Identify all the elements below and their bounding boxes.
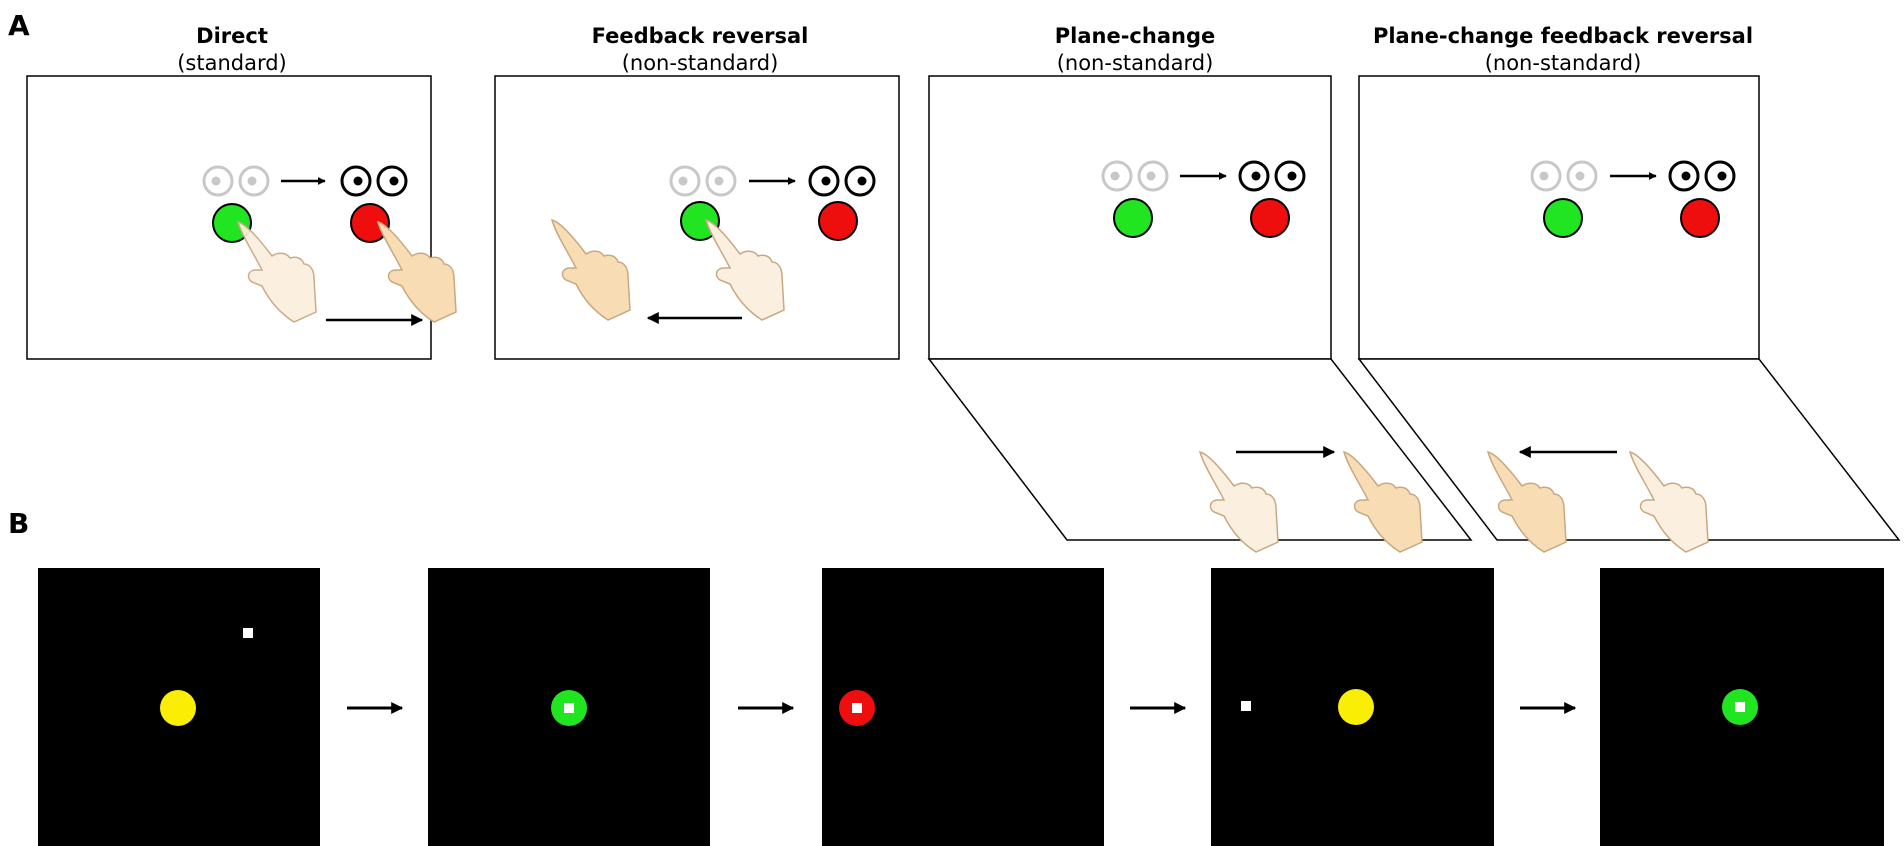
red-target [818,201,858,241]
svg-text:(non-standard): (non-standard) [1057,51,1214,75]
condition-feedback-reversal-label: Feedback reversal (non-standard) [592,24,809,75]
svg-text:Plane-change: Plane-change [1055,24,1215,48]
panel-b-letter: B [8,507,29,540]
panel-a-letter: A [8,9,30,42]
plane-change-screen [927,75,1473,553]
red-target [1680,198,1720,238]
trial-frame-3 [822,568,1104,846]
green-target [1113,198,1153,238]
trial-frame-2 [428,568,710,846]
condition-direct-label: Direct (standard) [177,24,287,75]
cursor [1735,702,1745,712]
svg-text:(non-standard): (non-standard) [1485,51,1642,75]
svg-text:Feedback reversal: Feedback reversal [592,24,809,48]
direct-screen [26,75,457,360]
yellow-target [1338,689,1374,725]
svg-text:(non-standard): (non-standard) [622,51,779,75]
trial-frame-5 [1600,568,1884,846]
feedback-reversal-screen [494,75,900,360]
svg-text:Plane-change feedback reversal: Plane-change feedback reversal [1373,24,1753,48]
trial-frame-1 [38,568,320,846]
condition-plane-change-feedback-reversal-label: Plane-change feedback reversal (non-stan… [1373,24,1753,75]
green-target [1543,198,1583,238]
cursor [1241,701,1251,711]
cursor [243,628,253,638]
svg-text:Direct: Direct [196,24,268,48]
yellow-target [160,690,196,726]
trial-frame-4 [1211,568,1494,846]
svg-text:(standard): (standard) [177,51,287,75]
cursor [564,703,574,713]
plane-change-feedback-reversal-screen [1357,75,1901,553]
condition-plane-change-label: Plane-change (non-standard) [1055,24,1215,75]
red-target [1250,198,1290,238]
cursor [852,703,862,713]
red-target [350,203,390,243]
